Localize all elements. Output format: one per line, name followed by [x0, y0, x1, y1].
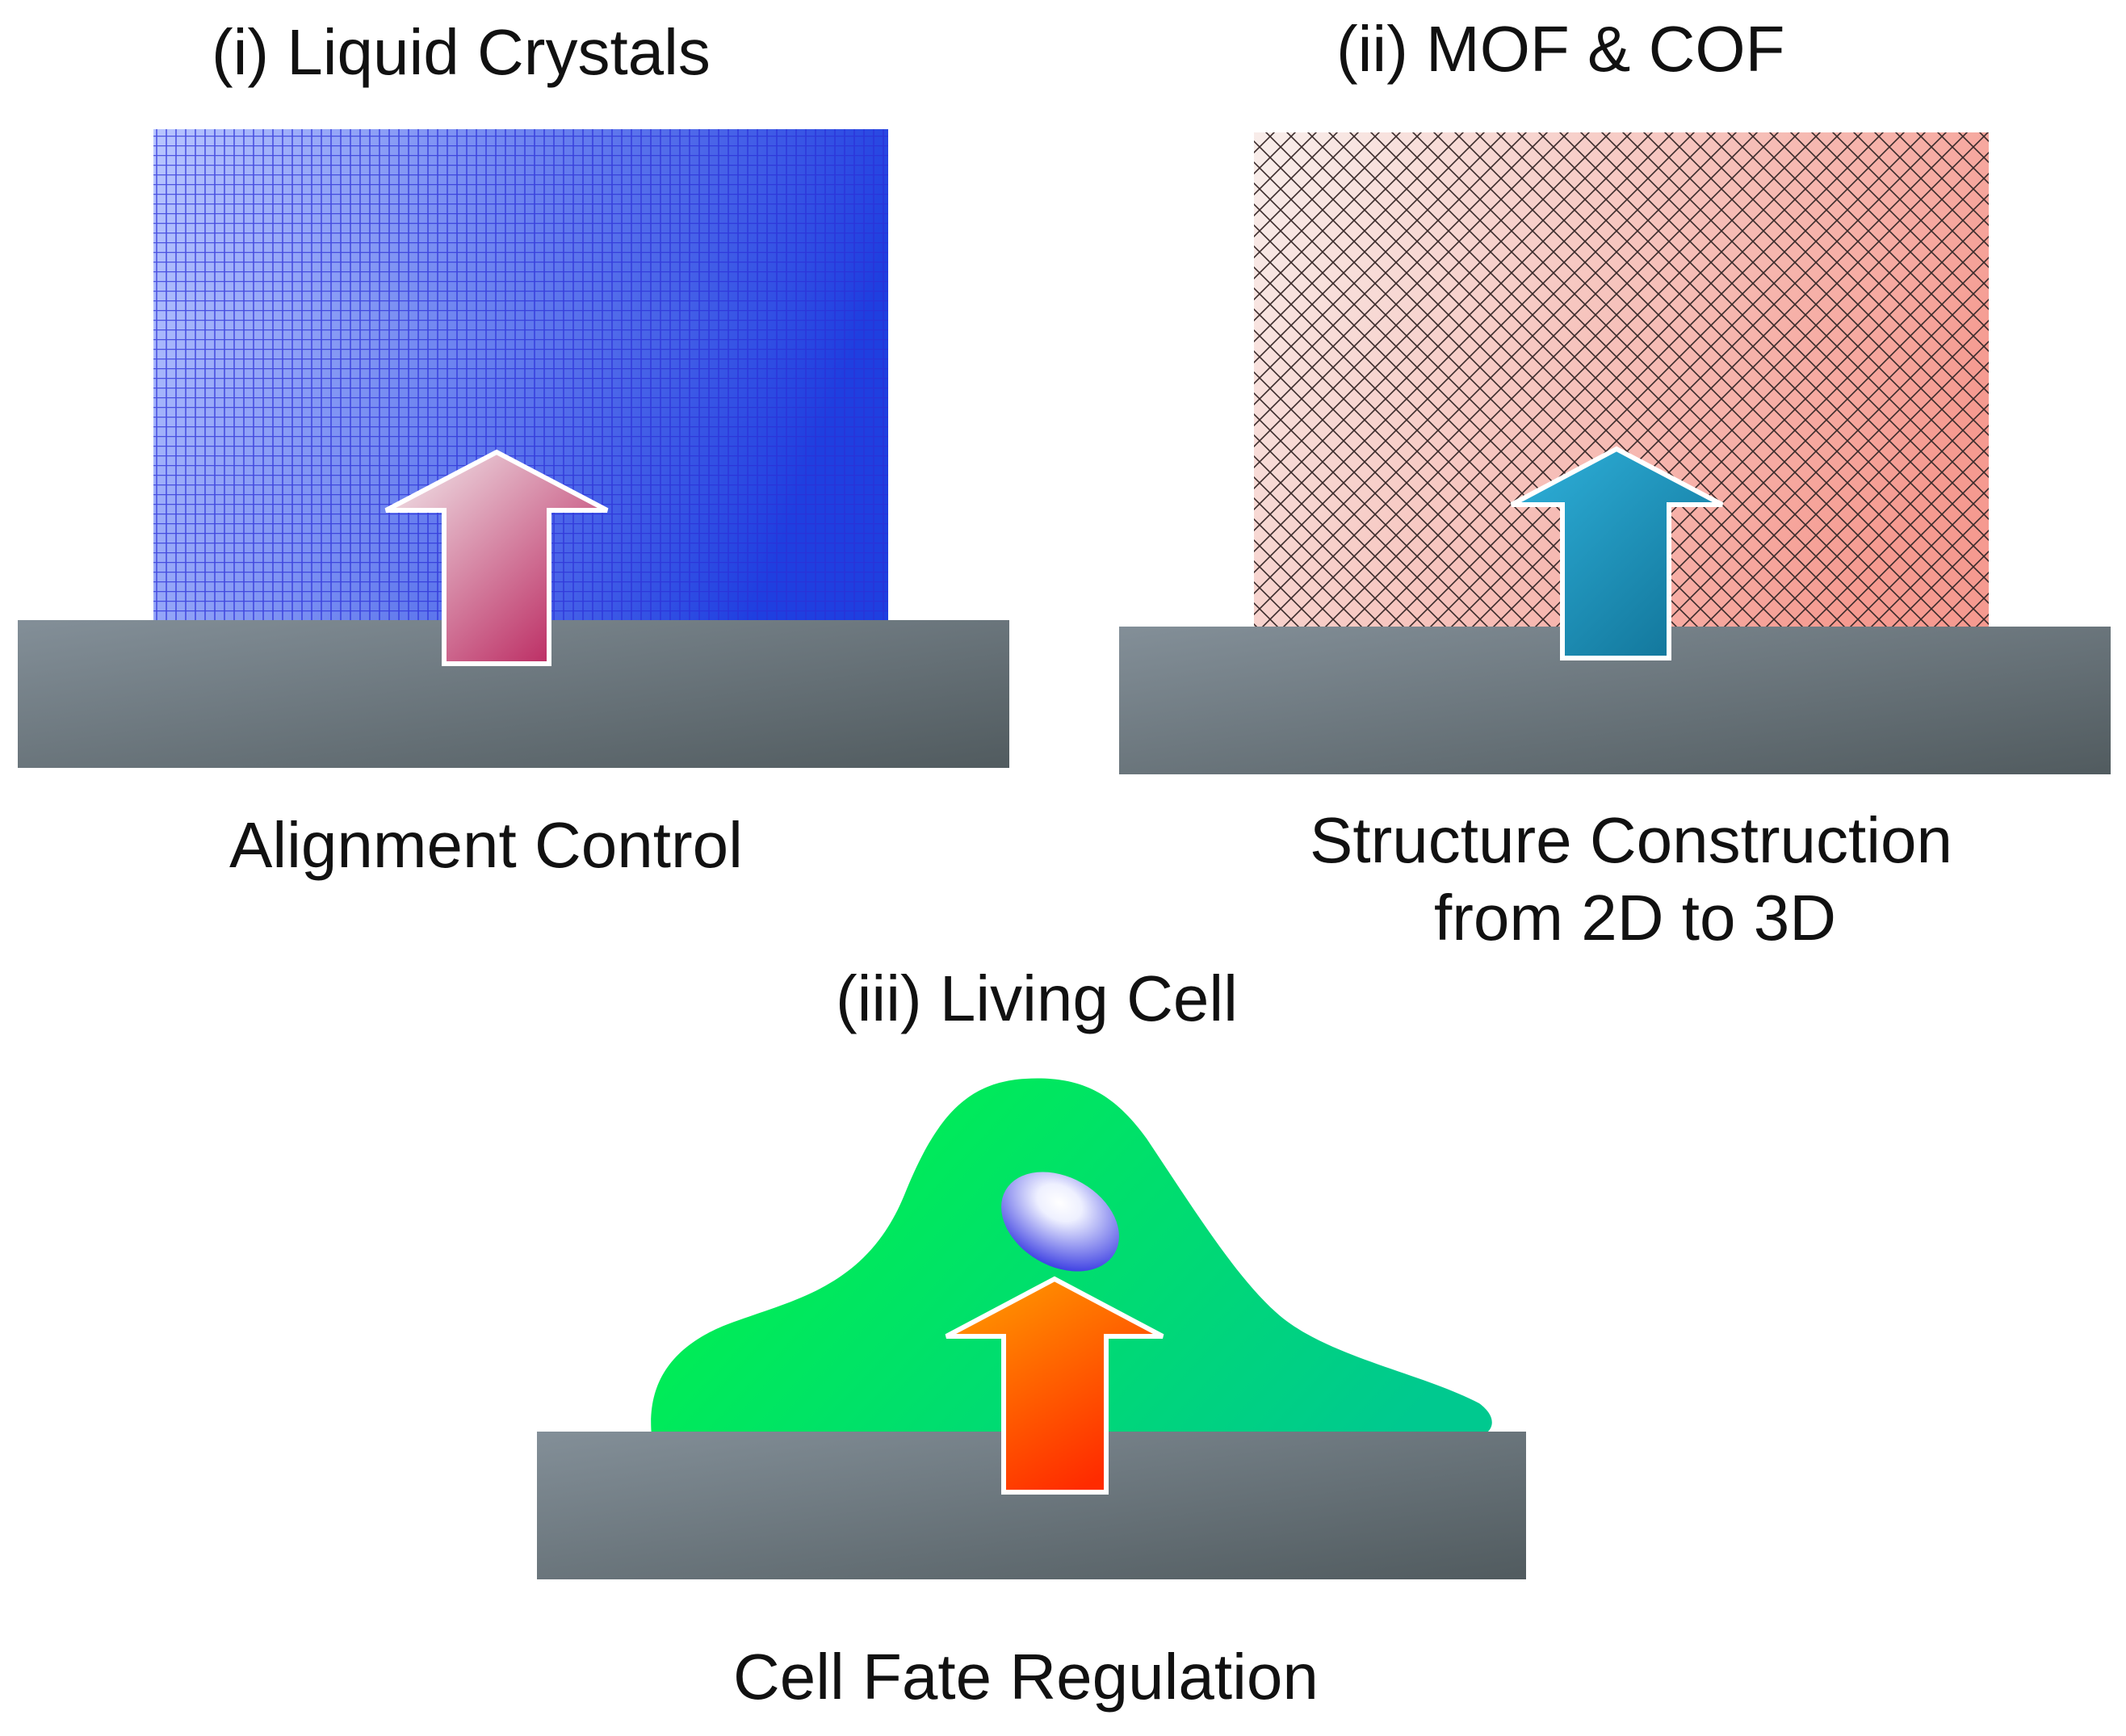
cell-nucleus [1001, 1172, 1119, 1272]
panel-liquid-crystals [18, 129, 1009, 768]
panel-title-living-cell: (iii) Living Cell [836, 962, 1238, 1034]
caption-structure-construction-line2: from 2D to 3D [1434, 882, 1836, 954]
caption-cell-fate-regulation: Cell Fate Regulation [733, 1641, 1319, 1713]
panel-mof-cof [1119, 132, 2111, 774]
panel-title-mof-cof: (ii) MOF & COF [1336, 13, 1785, 85]
liquid-crystal-layer [153, 129, 888, 623]
arrow-up-icon-1 [384, 449, 609, 666]
arrow-up-icon-2 [1510, 446, 1724, 660]
panel-title-liquid-crystals: (i) Liquid Crystals [212, 16, 711, 88]
caption-structure-construction-line1: Structure Construction [1310, 804, 1952, 876]
arrow-up-icon-3 [945, 1276, 1164, 1495]
panel-living-cell [537, 1078, 1526, 1579]
caption-alignment-control: Alignment Control [229, 809, 743, 881]
